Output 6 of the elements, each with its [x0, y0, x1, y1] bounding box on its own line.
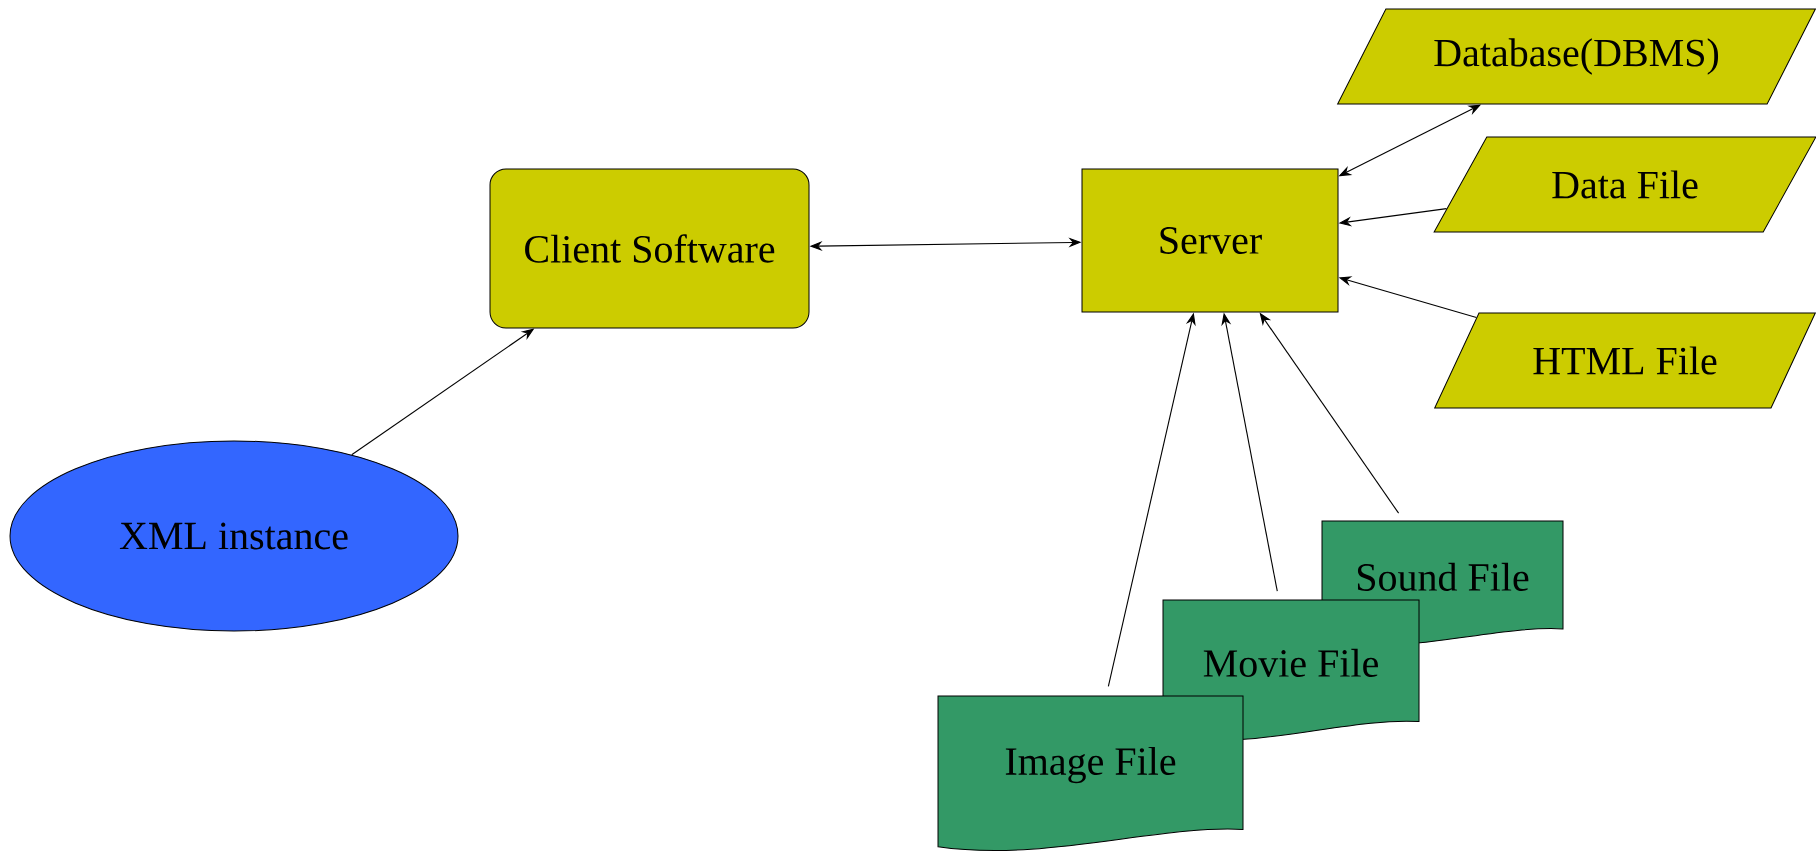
data-parallelogram: HTML File [1434, 312, 1816, 409]
data-parallelogram: Database(DBMS) [1337, 8, 1816, 105]
process-box: Client Software [489, 168, 810, 329]
ellipse-node: XML instance [9, 440, 459, 632]
process-box: Server [1081, 168, 1339, 313]
data-parallelogram: Data File [1433, 136, 1816, 233]
